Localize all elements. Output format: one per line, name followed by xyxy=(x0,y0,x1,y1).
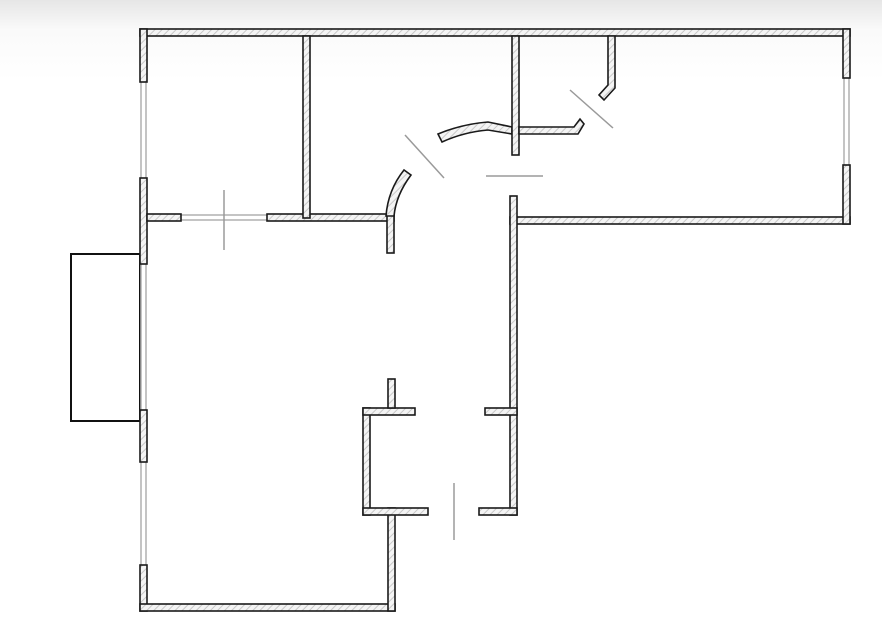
wall-bath-bottom xyxy=(362,507,429,516)
wall-bath-stub xyxy=(387,378,396,409)
wall-top xyxy=(139,28,851,37)
balcony xyxy=(70,253,141,422)
wall-bath-left xyxy=(362,407,371,516)
wall-middle-right xyxy=(511,35,520,156)
wall-bottom-right xyxy=(387,507,396,612)
wall-hall-stub xyxy=(386,213,395,254)
windows xyxy=(140,78,850,565)
wall-bath-top xyxy=(362,407,416,416)
wall-left-3 xyxy=(139,409,148,463)
wall-room2-bottom xyxy=(266,213,395,222)
door-markers xyxy=(223,89,614,540)
wall-right-door-stub xyxy=(518,117,585,135)
walls xyxy=(139,28,851,612)
wall-left-1 xyxy=(139,28,148,83)
wall-right-1 xyxy=(842,28,851,79)
wall-right-bottom xyxy=(509,216,851,225)
wall-left-2 xyxy=(139,177,148,265)
wall-room-divider xyxy=(302,35,311,219)
door-line-right xyxy=(569,89,614,129)
wall-curved-left xyxy=(385,168,413,217)
wall-bottom xyxy=(139,603,396,612)
wall-bath-right-bottom xyxy=(478,507,518,516)
door-line-hall xyxy=(404,134,445,179)
window-left-middle xyxy=(140,264,147,410)
wall-top-stub xyxy=(597,35,616,102)
wall-room1-stub xyxy=(146,213,182,222)
window-left-lower xyxy=(140,462,147,565)
wall-bath-right-top xyxy=(484,407,518,416)
wall-corridor xyxy=(509,195,518,516)
window-right xyxy=(843,78,850,165)
wall-right-2 xyxy=(842,164,851,225)
wall-curved-top xyxy=(436,121,513,144)
window-left-upper xyxy=(140,82,147,178)
